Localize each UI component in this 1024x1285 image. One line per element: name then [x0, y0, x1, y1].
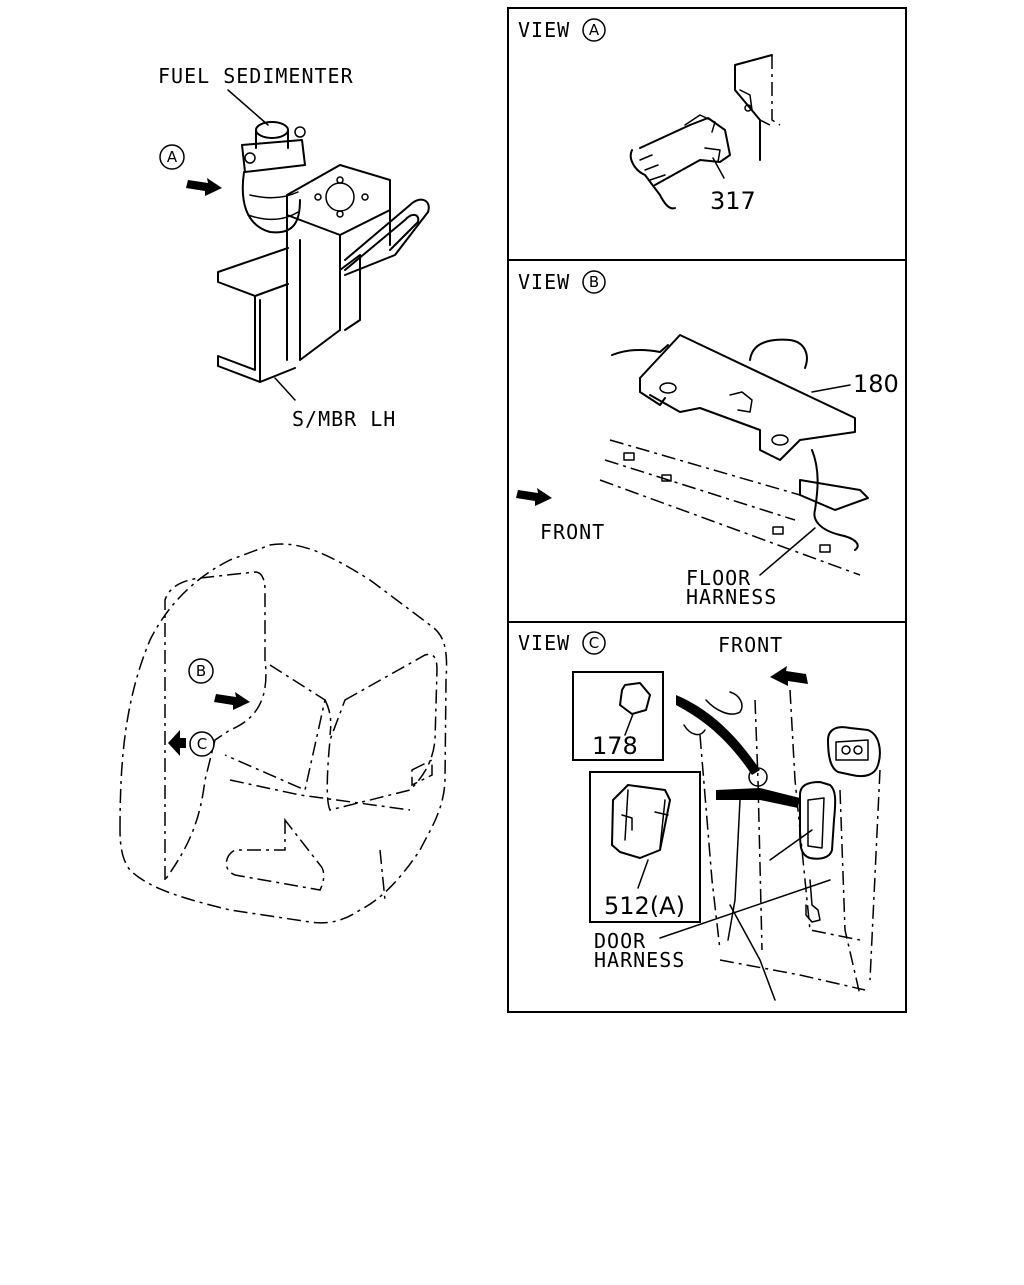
view-a-letter: A	[589, 21, 600, 39]
floor-harness-leader	[759, 527, 816, 576]
view-c-circle	[582, 631, 606, 655]
part-512a-label: 512(A)	[604, 892, 685, 920]
floor-harness-label-1: FLOOR	[686, 566, 751, 590]
part-180-label: 180	[853, 370, 899, 398]
p180-leader	[811, 384, 851, 393]
marker-a-circle	[159, 144, 185, 170]
door-harness-label-1: DOOR	[594, 929, 646, 953]
view-b: VIEW B 180 FRONT FLOOR HARNESS	[516, 270, 899, 609]
marker-a-letter: A	[167, 148, 178, 166]
p317-leader	[712, 157, 725, 179]
fuel-sedimenter-label: FUEL SEDIMENTER	[158, 64, 354, 88]
part-178-box	[572, 671, 664, 761]
view-c-letter: C	[589, 634, 599, 652]
part-512a-box	[589, 771, 701, 923]
arrow-b-icon	[214, 692, 250, 710]
marker-b-letter: B	[196, 662, 206, 680]
fuel-sedimenter-illustration: FUEL SEDIMENTER A S/MBR LH	[158, 64, 430, 431]
view-b-title: VIEW	[518, 270, 570, 294]
smbr-leader	[274, 377, 296, 401]
door-harness-label-2: HARNESS	[594, 948, 685, 972]
view-c: VIEW C FRONT 178 512(A)	[518, 631, 881, 1001]
front-b-label: FRONT	[540, 520, 605, 544]
smbr-lh-label: S/MBR LH	[292, 407, 396, 431]
part-178-label: 178	[592, 732, 638, 760]
front-arrow-c-icon	[770, 666, 808, 686]
marker-c-letter: C	[197, 735, 207, 753]
door-harness-leader	[659, 879, 831, 939]
view-b-letter: B	[589, 273, 599, 291]
marker-b-circle	[188, 658, 214, 684]
floor-harness-label-2: HARNESS	[686, 585, 777, 609]
front-arrow-b-icon	[516, 488, 552, 506]
arrow-c-icon	[168, 730, 186, 756]
view-a: VIEW A 317	[518, 18, 781, 215]
view-b-circle	[582, 270, 606, 294]
view-a-circle	[582, 18, 606, 42]
view-c-title: VIEW	[518, 631, 570, 655]
view-a-frame	[507, 7, 907, 261]
cab-illustration: B C	[119, 543, 448, 924]
view-a-title: VIEW	[518, 18, 570, 42]
marker-c-circle	[189, 731, 215, 757]
fuel-sedimenter-leader	[227, 89, 269, 126]
part-317-label: 317	[710, 187, 756, 215]
front-c-label: FRONT	[718, 633, 783, 657]
arrow-a-icon	[186, 178, 222, 196]
view-c-frame	[507, 621, 907, 1013]
